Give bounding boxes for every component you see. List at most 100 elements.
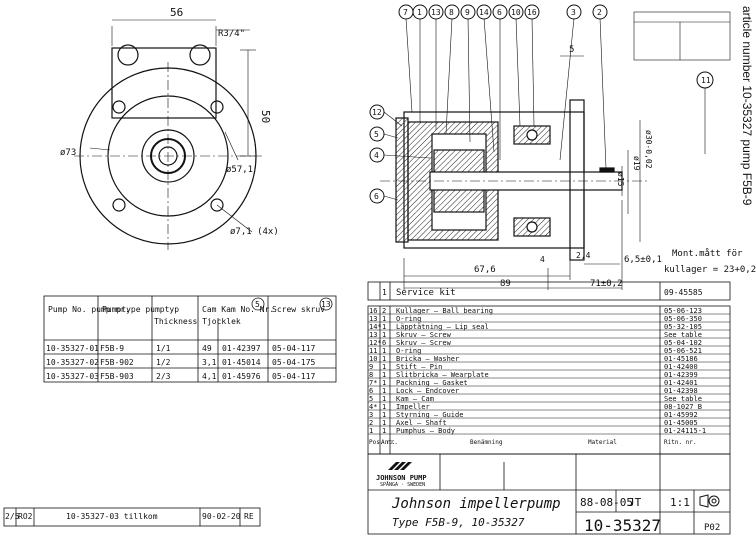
rev-number: 2/5 xyxy=(5,512,20,521)
svg-text:01-45976: 01-45976 xyxy=(222,372,261,381)
projection-symbol-icon xyxy=(699,494,720,508)
parts-row-number: 01-24115-1 xyxy=(664,427,706,435)
dim-d2: ø19 xyxy=(632,156,641,171)
parts-row-name: Packning — Gasket xyxy=(396,379,468,387)
dim-width: 56 xyxy=(170,6,183,19)
parts-row-number: See table xyxy=(664,331,702,339)
parts-row-qty: 1 xyxy=(382,427,386,435)
svg-text:12: 12 xyxy=(372,108,382,117)
svg-text:5: 5 xyxy=(374,130,379,139)
dim-71: 71±0,2 xyxy=(590,279,623,289)
parts-row-qty: 1 xyxy=(382,347,386,355)
note-line1: Mont.mått för xyxy=(672,248,743,259)
parts-row-name: Kullager — Ball bearing xyxy=(396,307,493,315)
parts-row-pos: 10 xyxy=(369,355,377,363)
svg-text:2: 2 xyxy=(597,8,602,17)
company-name: JOHNSON PUMP xyxy=(376,474,427,482)
svg-text:11: 11 xyxy=(701,76,711,85)
table-row: 10-35327-03 xyxy=(46,372,99,381)
table-row: 10-35327-02 xyxy=(46,358,99,367)
parts-row-name: Bricka — Washer xyxy=(396,355,459,363)
dim-port: R3/4" xyxy=(218,29,245,39)
svg-text:01-45014: 01-45014 xyxy=(222,358,261,367)
parts-row-name: Lock — Endcover xyxy=(396,387,459,395)
parts-row-name: Skruv — Screw xyxy=(396,331,452,339)
title-block-grid xyxy=(367,453,731,535)
svg-text:16: 16 xyxy=(527,8,537,17)
parts-row-pos: 8 xyxy=(369,371,373,379)
variant-header-thickness: Thickness Tjocklek xyxy=(154,317,241,326)
svg-text:49: 49 xyxy=(202,344,212,353)
parts-row-pos: 1 xyxy=(369,427,373,435)
parts-header-name: Benämning xyxy=(470,439,503,446)
parts-row-qty: 1 xyxy=(382,395,386,403)
svg-text:1: 1 xyxy=(417,8,422,17)
parts-row-qty: 1 xyxy=(382,387,386,395)
parts-row-name: O-ring xyxy=(396,315,421,323)
svg-text:10: 10 xyxy=(511,8,521,17)
svg-text:6: 6 xyxy=(374,192,379,201)
dim-d1: ø15 xyxy=(616,172,625,187)
service-kit-number: 09-45585 xyxy=(664,288,703,297)
parts-row-number: 05-32-105 xyxy=(664,323,702,331)
parts-row-pos: 13 xyxy=(369,315,377,323)
parts-row-number: 01-45992 xyxy=(664,411,698,419)
svg-text:1/2: 1/2 xyxy=(156,358,171,367)
service-kit-name: Service kit xyxy=(396,288,456,298)
table-row: 10-35327-01 xyxy=(46,344,99,353)
variant-rows: 10-35327-01 F5B-9 1/1 49 01-42397 05-04-… xyxy=(46,344,316,381)
parts-row-pos: 16 xyxy=(369,307,377,315)
drawing-number: 10-35327 xyxy=(584,516,661,535)
parts-header-material: Material xyxy=(588,439,617,446)
note-line2: kullager = 23+0,2 xyxy=(664,265,756,275)
variant-table xyxy=(43,295,337,383)
rev-code: RO2 xyxy=(18,512,33,521)
variant-header-screw: Screw skruv xyxy=(272,305,325,314)
parts-row-pos: 12* xyxy=(369,339,382,347)
variant-balloon-5: 5 xyxy=(255,300,260,309)
dim-675: 67,6 xyxy=(474,265,496,275)
dim-65: 6,5±0,1 xyxy=(624,255,662,265)
svg-text:6: 6 xyxy=(497,8,502,17)
rev-text: 10-35327-03 tillkom xyxy=(66,512,158,521)
dim-hole: ø7,1 (4x) xyxy=(230,227,279,237)
svg-text:05-04-117: 05-04-117 xyxy=(272,372,316,381)
svg-text:4: 4 xyxy=(374,151,379,160)
small-spec-box xyxy=(633,11,731,61)
dim-24: 2,4 xyxy=(576,251,591,260)
svg-text:14: 14 xyxy=(479,8,489,17)
parts-row-pos: 14* xyxy=(369,323,382,331)
parts-row-name: Kam — Cam xyxy=(396,395,434,403)
parts-header-number: Ritn. nr. xyxy=(664,439,697,446)
article-side-text: article number 10-35327 pump F5B-9 xyxy=(740,6,754,206)
parts-row-number: 05-04-102 xyxy=(664,339,702,347)
revision-block xyxy=(3,507,261,527)
company-sub: SPÅNGA · SWEDEN xyxy=(380,481,425,488)
title-scale: 1:1 xyxy=(670,496,690,509)
svg-text:4,1: 4,1 xyxy=(202,372,217,381)
parts-row-qty: 1 xyxy=(382,363,386,371)
rev-sign: RE xyxy=(244,512,254,521)
parts-row-pos: 9 xyxy=(369,363,373,371)
parts-row-pos: 13 xyxy=(369,331,377,339)
title-date: 88-08-05 xyxy=(580,496,633,509)
variant-header-type: Pumptype pumptyp xyxy=(102,305,179,314)
parts-row-number: 01-42399 xyxy=(664,371,698,379)
dim-d3: ø30-0,02 xyxy=(644,130,653,169)
parts-row-number: 05-06-521 xyxy=(664,347,702,355)
parts-row-qty: 1 xyxy=(382,403,386,411)
parts-row-name: Stift — Pin xyxy=(396,363,442,371)
parts-row-qty: 1 xyxy=(382,419,386,427)
parts-header-qty: Ant. xyxy=(381,439,395,446)
parts-row-qty: 2 xyxy=(382,307,386,315)
parts-row-pos: 5 xyxy=(369,395,373,403)
title-drawn-by: JT xyxy=(628,496,642,509)
rev-date: 90-02-20 xyxy=(202,512,241,521)
parts-row-qty: 1 xyxy=(382,371,386,379)
svg-text:3: 3 xyxy=(571,8,576,17)
svg-text:3,1: 3,1 xyxy=(202,358,217,367)
dim-5: 5 xyxy=(569,45,574,55)
parts-row-number: 05-06-350 xyxy=(664,315,702,323)
